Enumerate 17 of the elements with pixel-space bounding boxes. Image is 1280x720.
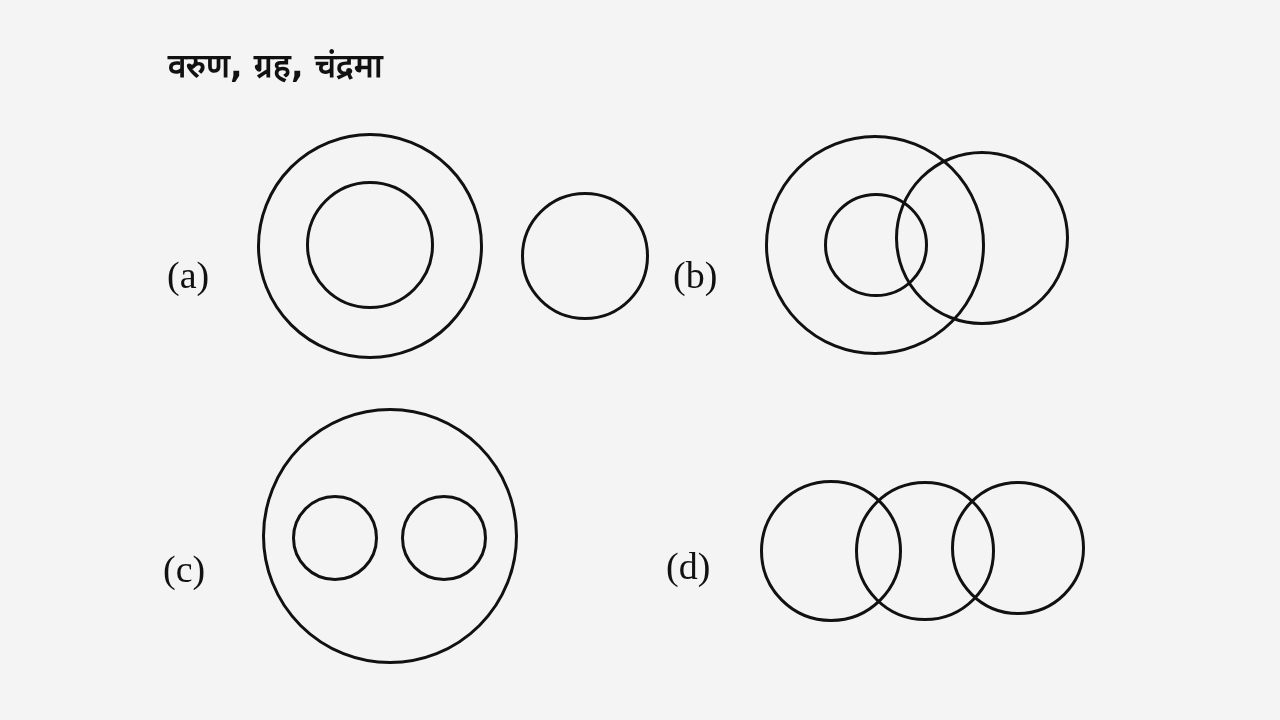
circle-outline [760, 480, 902, 622]
title: वरुण, ग्रह, चंद्रमा [168, 46, 384, 86]
circle-outline [257, 133, 483, 359]
circle-outline [951, 481, 1085, 615]
circle-outline [521, 192, 649, 320]
option-label: (d) [666, 547, 711, 585]
circle-outline [262, 408, 518, 664]
circle-outline [292, 495, 378, 581]
option-label: (c) [163, 550, 206, 588]
circle-outline [855, 481, 995, 621]
option-label: (a) [167, 256, 210, 294]
circle-outline [765, 135, 985, 355]
circle-outline [824, 193, 928, 297]
circle-outline [401, 495, 487, 581]
circle-outline [306, 181, 434, 309]
option-label: (b) [673, 256, 718, 294]
circle-outline [895, 151, 1069, 325]
